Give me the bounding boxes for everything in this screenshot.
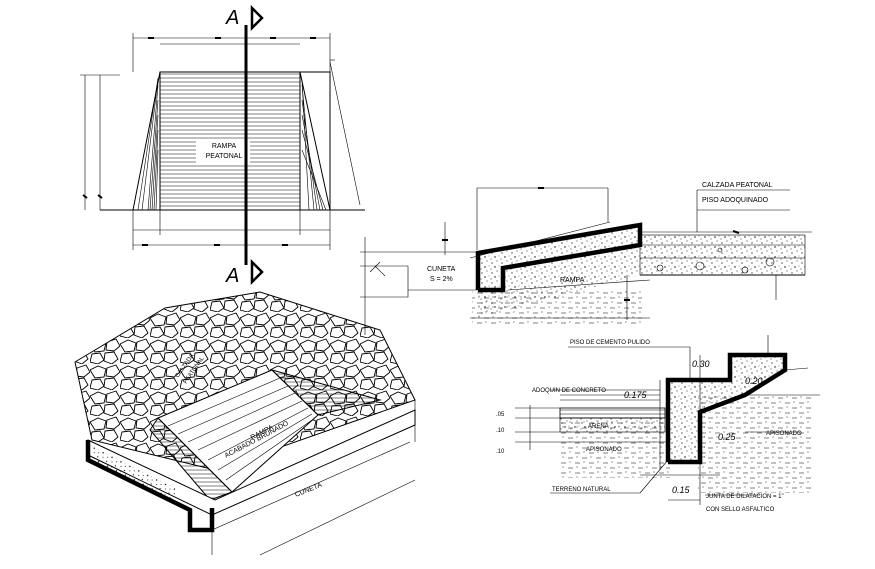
section-arrow-bottom <box>250 258 264 286</box>
dim-010-a: .10 <box>496 428 505 434</box>
plan-ramp-label-1: RAMPA <box>212 143 237 150</box>
piso-adoquinado-label: PISO ADOQUINADO <box>702 197 769 204</box>
cuneta-outline <box>360 265 409 298</box>
detail-paver-layer <box>559 407 666 419</box>
plan-view: RAMPA PEATONAL A A <box>80 4 365 287</box>
dim-0-25: 0.25 <box>718 432 737 442</box>
section-mark-bottom: A <box>225 265 239 287</box>
iso-ramp-hatch <box>167 377 316 481</box>
ramp-section-label: RAMPA <box>560 277 585 284</box>
iso-right-wing <box>271 369 382 416</box>
dim-0-30: 0.30 <box>692 359 710 369</box>
calzada-label: CALZADA PEATONAL <box>702 182 773 189</box>
plan-dimensions <box>80 33 361 250</box>
detail-paver-label: ADOQUIN DE CONCRETO <box>532 388 606 394</box>
detail-joint-label: JUNTA DE DILATACION = 1" <box>706 494 784 500</box>
paving-base <box>639 234 806 276</box>
detail-dim-lines <box>515 346 800 496</box>
section-arrow-top <box>250 4 264 32</box>
detail-compacted-label-2: APISONADO <box>766 431 802 437</box>
detail-view: PISO DE CEMENTO PULIDO ADOQUIN DE CONCRE… <box>496 335 820 513</box>
dim-0-175: 0.175 <box>624 390 648 400</box>
dim-0-20: 0.20 <box>745 376 763 386</box>
plan-right-wing-hatch <box>301 79 327 211</box>
section-view: CUNETA S = 2% RAMPA CALZADA PEATONAL PIS… <box>360 182 812 335</box>
detail-seal-label: CON SELLO ASFALTICO <box>706 507 775 513</box>
iso-cuneta-label: CUNETA <box>294 482 323 499</box>
detail-layer-label: ARENA <box>588 424 609 430</box>
dim-0-15: 0.15 <box>672 485 691 495</box>
paving-stones <box>656 247 775 274</box>
plan-right-wing <box>299 71 331 211</box>
cuneta-label: CUNETA <box>427 266 456 273</box>
detail-floor-label: PISO DE CEMENTO PULIDO <box>570 340 650 346</box>
plan-ramp-label-2: PEATONAL <box>206 153 243 160</box>
dim-005: .05 <box>496 412 505 418</box>
detail-natural-ground-label: TERRENO NATURAL <box>552 487 611 493</box>
section-mark-top: A <box>225 7 239 29</box>
dim-010-b: .10 <box>496 449 505 455</box>
detail-compacted-label: APISONADO <box>586 447 622 453</box>
plan-left-wing-hatch <box>137 77 159 211</box>
slope-label: S = 2% <box>430 276 453 283</box>
plan-dim-ticks <box>82 37 316 246</box>
isometric-view: RAMPA ACABADO BRUNADO CUNETA CALZADA PEA… <box>74 291 416 556</box>
